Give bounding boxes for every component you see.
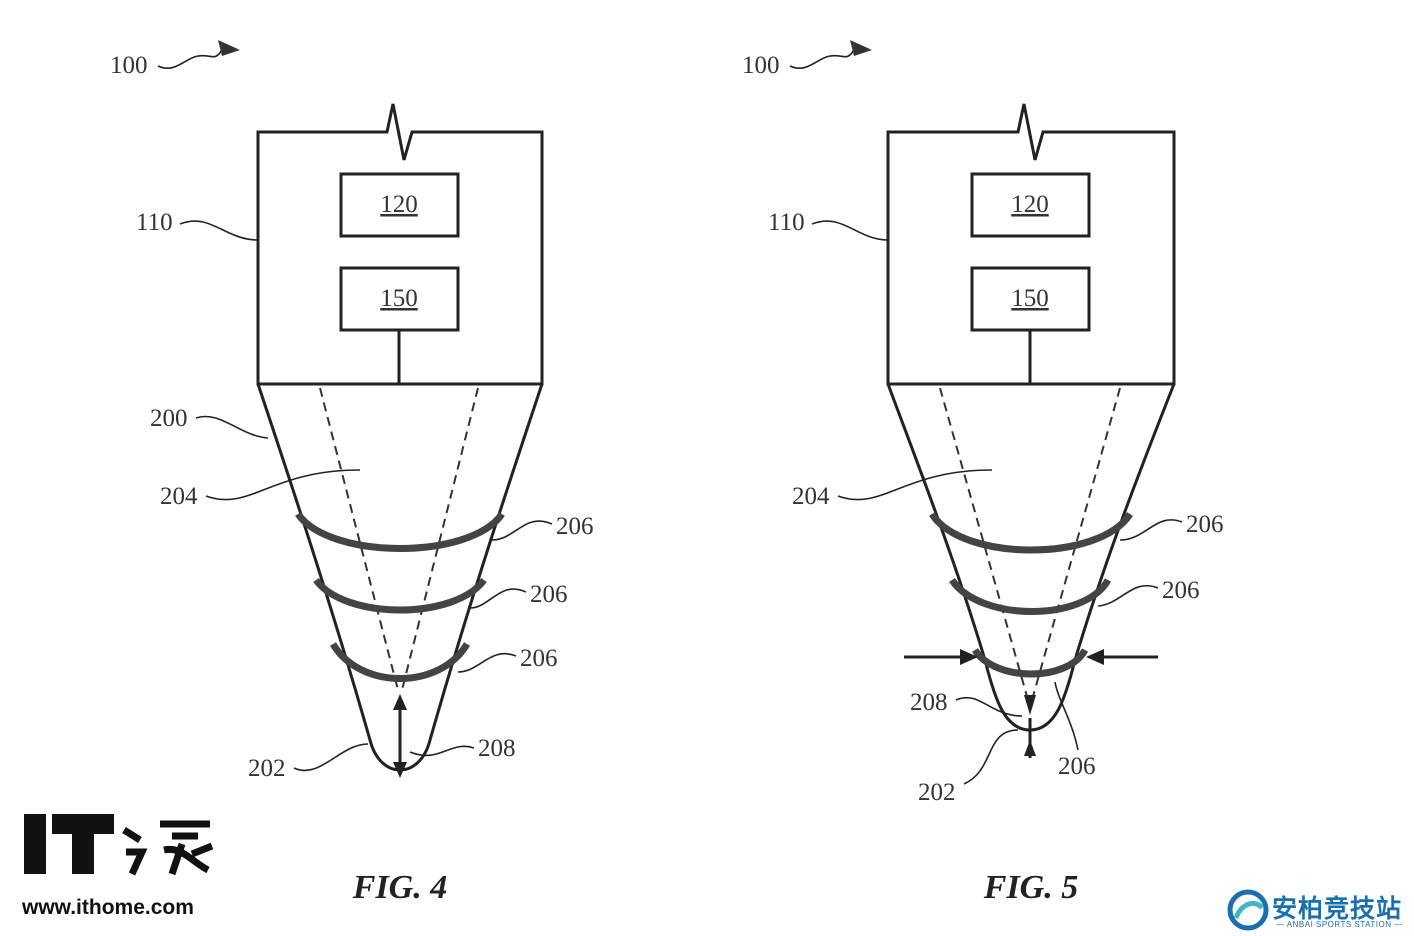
leader-200 [195, 415, 269, 439]
label-110-fig5: 110 [768, 209, 805, 236]
arrowhead-100-icon [218, 40, 240, 56]
leader-206-b-fig5 [1097, 585, 1159, 607]
label-100-fig5: 100 [742, 52, 780, 79]
label-202-fig5: 202 [918, 779, 956, 806]
inner-dashed-left [319, 387, 399, 691]
label-110: 110 [136, 209, 173, 236]
label-206-a: 206 [556, 513, 594, 540]
squeeze-arrow-right-icon [1086, 649, 1104, 665]
figure-4: 100 110 120 150 200 204 206 206 206 [110, 40, 594, 906]
label-206-b: 206 [530, 581, 568, 608]
leader-206-c-fig5 [1054, 681, 1079, 751]
travel-arrow-down-icon [1024, 695, 1036, 715]
housing-110 [256, 103, 544, 386]
ithome-url: www.ithome.com [22, 896, 194, 919]
component-120-fig5 [970, 172, 1091, 238]
anbai-logo [1227, 889, 1269, 931]
caption-fig-5: FIG. 5 [983, 869, 1078, 906]
label-204: 204 [160, 483, 198, 510]
inner-dashed-right [401, 387, 479, 691]
leader-208-fig5 [955, 697, 1023, 717]
inner-dashed-right-fig5 [1031, 387, 1121, 701]
label-150: 150 [380, 285, 418, 312]
ring-206-c-fig5 [972, 647, 1089, 678]
ring-206-b [313, 577, 487, 614]
inner-dashed-left-fig5 [939, 387, 1029, 701]
ring-206-b-fig5 [949, 577, 1112, 615]
leader-204 [205, 469, 361, 501]
ithome-logo [24, 814, 214, 876]
label-120-fig5: 120 [1011, 191, 1049, 218]
tip-body-fig5 [886, 383, 1176, 732]
leader-202-fig5 [963, 729, 1019, 785]
anbai-subtitle: — ANBAI SPORTS STATION — [1276, 920, 1403, 929]
arrow-down-icon [393, 762, 407, 778]
ring-206-a [295, 511, 505, 552]
leader-202 [293, 743, 369, 772]
leader-100-fig5 [789, 49, 855, 69]
travel-arrow-up-icon [1024, 740, 1036, 756]
leader-110 [179, 220, 259, 241]
leader-204-fig5 [837, 469, 993, 501]
label-206-c-fig5: 206 [1058, 753, 1096, 780]
arrowhead-100-fig5-icon [850, 40, 872, 56]
label-100: 100 [110, 52, 148, 79]
figure-5: 100 110 120 150 204 206 206 208 [742, 40, 1224, 906]
ring-206-a-fig5 [929, 511, 1133, 554]
label-150-fig5: 150 [1011, 285, 1049, 312]
component-120 [339, 172, 460, 238]
leader-110-fig5 [811, 220, 889, 241]
leader-206-b [469, 588, 527, 609]
label-206-a-fig5: 206 [1186, 511, 1224, 538]
caption-fig-4: FIG. 4 [352, 869, 447, 906]
label-204-fig5: 204 [792, 483, 830, 510]
squeeze-arrow-left-icon [960, 649, 978, 665]
leader-206-a [491, 520, 553, 541]
housing-110-fig5 [886, 103, 1176, 386]
label-202: 202 [248, 755, 286, 782]
label-208-fig5: 208 [910, 689, 948, 716]
anbai-name: 安柏竞技站 [1272, 894, 1403, 923]
arrow-up-icon [393, 694, 407, 710]
leader-100 [157, 49, 223, 69]
label-206-b-fig5: 206 [1162, 577, 1200, 604]
label-208: 208 [478, 735, 516, 762]
leader-206-c [457, 653, 517, 673]
label-120: 120 [380, 191, 418, 218]
label-206-c: 206 [520, 645, 558, 672]
ring-206-c [329, 642, 471, 682]
leader-208 [409, 745, 475, 757]
label-200: 200 [150, 405, 188, 432]
leader-206-a-fig5 [1119, 519, 1183, 541]
